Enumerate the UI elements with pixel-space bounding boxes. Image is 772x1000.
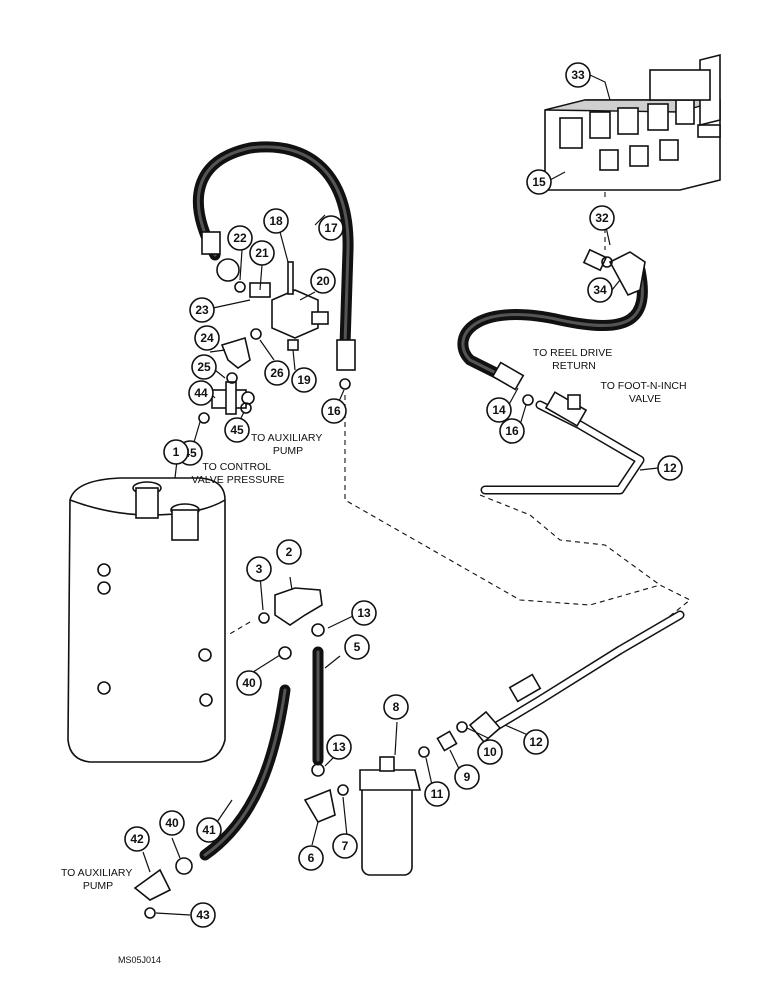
callout-16-left: 16 (321, 398, 347, 424)
svg-text:17: 17 (324, 221, 338, 235)
filter-8 (359, 756, 422, 876)
reservoir-tank (67, 477, 226, 763)
note-to-control-valve-pressure: TO CONTROL VALVE PRESSURE (192, 461, 285, 486)
svg-text:45: 45 (230, 423, 244, 437)
callout-24: 24 (194, 325, 220, 351)
callout-15: 15 (526, 169, 552, 195)
callout-5: 5 (344, 634, 370, 660)
callout-22: 22 (227, 225, 253, 251)
note-to-auxiliary-pump-lower: TO AUXILIARY PUMP (61, 867, 135, 892)
svg-text:14: 14 (492, 403, 506, 417)
svg-text:33: 33 (571, 68, 585, 82)
callout-23: 23 (189, 297, 215, 323)
callout-21: 21 (249, 240, 275, 266)
callout-17: 17 (318, 215, 344, 241)
callout-2: 2 (276, 539, 302, 565)
elbow-2 (274, 587, 323, 626)
callout-1: 1 (163, 439, 189, 465)
note-to-auxiliary-pump-upper: TO AUXILIARY PUMP (251, 432, 325, 457)
callout-12-upper: 12 (657, 455, 683, 481)
callout-14: 14 (486, 397, 512, 423)
callout-40-lower: 40 (159, 810, 185, 836)
drawing-code: MS05J014 (118, 955, 161, 965)
callout-43: 43 (190, 902, 216, 928)
svg-text:15: 15 (532, 175, 546, 189)
svg-text:34: 34 (593, 283, 607, 297)
callout-19: 19 (291, 367, 317, 393)
callout-16-right: 16 (499, 418, 525, 444)
callout-44: 44 (188, 380, 214, 406)
callout-32: 32 (589, 205, 615, 231)
callout-41: 41 (196, 817, 222, 843)
svg-text:18: 18 (269, 214, 283, 228)
callout-10: 10 (477, 739, 503, 765)
callout-18: 18 (263, 208, 289, 234)
callout-45-upper: 45 (224, 417, 250, 443)
svg-text:9: 9 (464, 770, 471, 784)
svg-text:42: 42 (130, 832, 144, 846)
svg-text:43: 43 (196, 908, 210, 922)
upper-hose-17 (192, 141, 356, 371)
callout-6: 6 (298, 845, 324, 871)
svg-text:40: 40 (165, 816, 179, 830)
fittings-9-10-11 (418, 721, 468, 758)
svg-text:40: 40 (242, 676, 256, 690)
svg-text:26: 26 (270, 366, 284, 380)
callout-13-lower: 13 (326, 734, 352, 760)
callout-25: 25 (191, 354, 217, 380)
svg-text:2: 2 (286, 545, 293, 559)
callout-8: 8 (383, 694, 409, 720)
svg-text:7: 7 (342, 839, 349, 853)
callout-9: 9 (454, 764, 480, 790)
lower-elbows (133, 784, 349, 919)
callout-40-upper: 40 (236, 670, 262, 696)
svg-text:44: 44 (194, 386, 208, 400)
note-to-foot-n-inch-valve: TO FOOT-N-INCH VALVE (600, 380, 689, 405)
reel-return-hose (457, 248, 648, 391)
callout-26: 26 (264, 360, 290, 386)
svg-text:12: 12 (663, 461, 677, 475)
note-to-reel-drive-return: TO REEL DRIVE RETURN (533, 347, 615, 372)
callout-12-lower: 12 (523, 729, 549, 755)
valve-block-20 (249, 261, 329, 351)
svg-text:5: 5 (354, 640, 361, 654)
callouts: 33 15 32 34 14 16 12 18 17 22 21 20 23 2… (124, 62, 683, 928)
svg-text:11: 11 (431, 787, 444, 801)
hoses-5-41 (199, 646, 324, 861)
svg-text:3: 3 (256, 562, 263, 576)
svg-text:21: 21 (255, 246, 269, 260)
callout-3: 3 (246, 556, 272, 582)
callout-20: 20 (310, 268, 336, 294)
svg-text:6: 6 (308, 851, 315, 865)
svg-text:25: 25 (197, 360, 211, 374)
callout-34: 34 (587, 277, 613, 303)
callout-11: 11 (424, 781, 450, 807)
svg-text:8: 8 (393, 700, 400, 714)
svg-text:19: 19 (297, 373, 311, 387)
svg-text:13: 13 (357, 606, 371, 620)
svg-text:16: 16 (505, 424, 519, 438)
svg-text:10: 10 (483, 745, 497, 759)
svg-text:32: 32 (595, 211, 609, 225)
svg-text:16: 16 (327, 404, 341, 418)
svg-text:23: 23 (195, 303, 209, 317)
callout-13-upper: 13 (351, 600, 377, 626)
svg-text:12: 12 (529, 735, 543, 749)
callout-42: 42 (124, 826, 150, 852)
svg-text:13: 13 (332, 740, 346, 754)
svg-text:24: 24 (200, 331, 214, 345)
svg-text:20: 20 (316, 274, 330, 288)
svg-text:22: 22 (233, 231, 247, 245)
annotation-notes: TO REEL DRIVE RETURN TO FOOT-N-INCH VALV… (61, 347, 689, 965)
svg-text:41: 41 (202, 823, 216, 837)
svg-text:1: 1 (173, 445, 180, 459)
o-rings (198, 256, 613, 777)
callout-7: 7 (332, 833, 358, 859)
callout-33: 33 (565, 62, 591, 88)
upper-tube-12 (480, 391, 645, 495)
lower-tube-12 (468, 610, 685, 744)
